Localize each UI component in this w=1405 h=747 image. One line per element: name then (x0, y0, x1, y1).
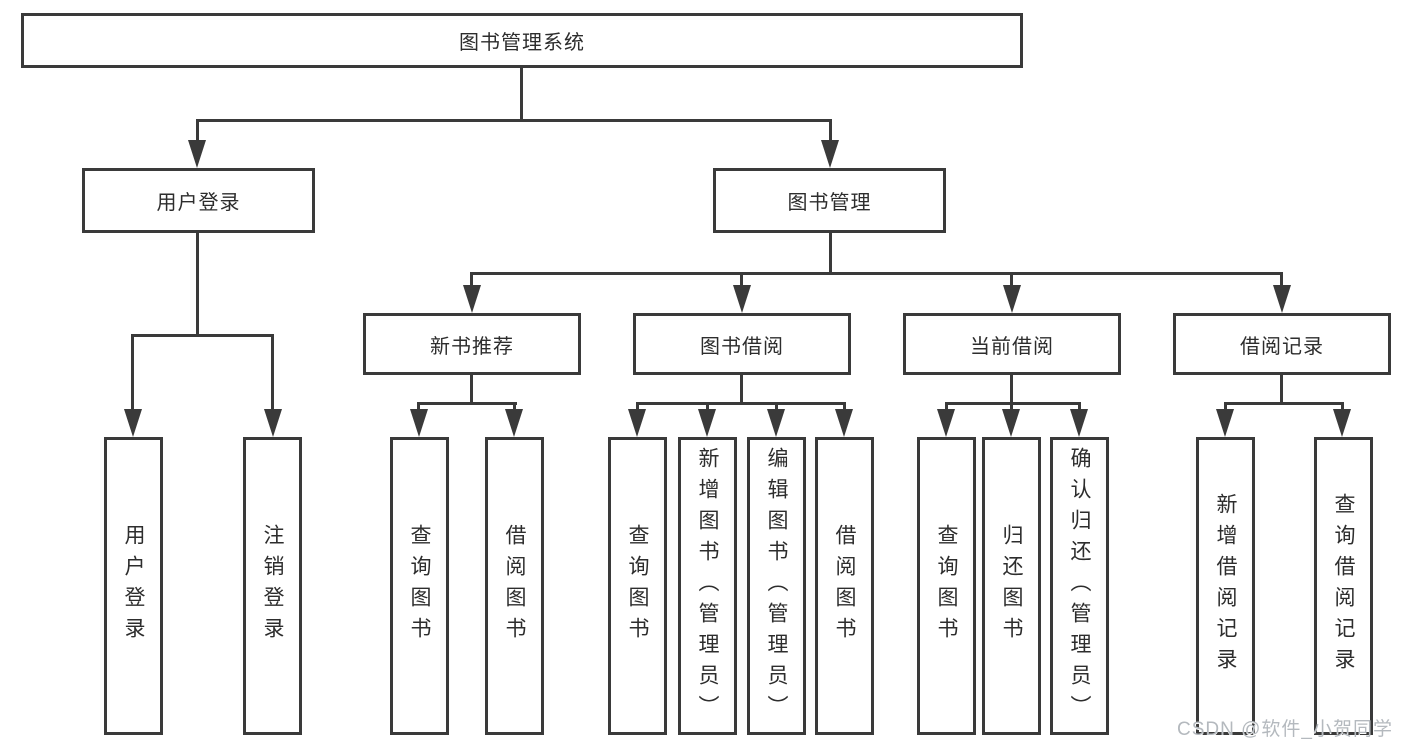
connector-vline (131, 334, 134, 412)
leaf-edit-books-admin: 编辑图书（管理员） (747, 437, 806, 735)
arrow-down-icon (463, 285, 481, 313)
node-label: 编辑图书（管理员） (765, 446, 788, 726)
node-label: 新增借阅记录 (1214, 493, 1237, 679)
node-label: 图书管理 (787, 192, 872, 214)
connector-vline (1010, 272, 1013, 288)
connector-vline (520, 68, 523, 122)
arrow-down-icon (1002, 409, 1020, 437)
leaf-borrow-books-recommend: 借阅图书 (485, 437, 544, 735)
node-label: 查询图书 (626, 524, 649, 648)
node-label: 查询借阅记录 (1332, 493, 1355, 679)
leaf-borrow-books: 借阅图书 (815, 437, 874, 735)
connector-vline (740, 272, 743, 288)
connector-vline (470, 272, 473, 288)
connector-vline (706, 402, 709, 414)
leaf-logout: 注销登录 (243, 437, 302, 735)
connector-vline (196, 119, 199, 143)
arrow-down-icon (767, 409, 785, 437)
connector-vline (945, 402, 948, 414)
node-label: 当前借阅 (970, 335, 1054, 358)
node-label: 查询图书 (935, 524, 958, 648)
leaf-return-books: 归还图书 (982, 437, 1041, 735)
node-user-login: 用户登录 (82, 168, 315, 233)
connector-vline (740, 375, 743, 405)
watermark: CSDN @软件_小贺同学 (1177, 719, 1393, 740)
arrow-down-icon (264, 409, 282, 437)
connector-vline (829, 119, 832, 143)
arrow-down-icon (505, 409, 523, 437)
arrow-down-icon (733, 285, 751, 313)
node-label: 图书管理系统 (459, 32, 585, 54)
arrow-down-icon (1070, 409, 1088, 437)
node-new-book-recommendation: 新书推荐 (363, 313, 581, 375)
connector-vline (1010, 402, 1013, 414)
arrow-down-icon (835, 409, 853, 437)
connector-hline (945, 402, 1081, 405)
arrow-down-icon (1216, 409, 1234, 437)
node-label: 借阅记录 (1240, 335, 1324, 358)
connector-vline (1224, 402, 1227, 414)
connector-vline (829, 233, 832, 275)
connector-vline (1280, 272, 1283, 288)
node-label: 用户登录 (122, 524, 145, 648)
connector-hline (131, 334, 274, 337)
node-borrowing-records: 借阅记录 (1173, 313, 1391, 375)
node-book-management: 图书管理 (713, 168, 946, 233)
connector-hline (470, 272, 1283, 275)
connector-vline (513, 402, 516, 414)
connector-vline (1280, 375, 1283, 405)
leaf-add-borrow-record: 新增借阅记录 (1196, 437, 1255, 735)
node-label: 新增图书（管理员） (696, 446, 719, 726)
leaf-add-books-admin: 新增图书（管理员） (678, 437, 737, 735)
node-current-borrowing: 当前借阅 (903, 313, 1121, 375)
leaf-user-login: 用户登录 (104, 437, 163, 735)
arrow-down-icon (698, 409, 716, 437)
arrow-down-icon (1273, 285, 1291, 313)
arrow-down-icon (410, 409, 428, 437)
node-label: 用户登录 (156, 192, 241, 214)
node-label: 借阅图书 (833, 524, 856, 648)
node-book-borrowing: 图书借阅 (633, 313, 851, 375)
connector-hline (636, 402, 846, 405)
arrow-down-icon (937, 409, 955, 437)
connector-vline (417, 402, 420, 414)
connector-vline (636, 402, 639, 414)
arrow-down-icon (188, 140, 206, 168)
connector-vline (1341, 402, 1344, 414)
leaf-confirm-return-admin: 确认归还（管理员） (1050, 437, 1109, 735)
node-label: 注销登录 (261, 524, 284, 648)
node-label: 查询图书 (408, 524, 431, 648)
leaf-query-borrow-record: 查询借阅记录 (1314, 437, 1373, 735)
connector-hline (417, 402, 517, 405)
arrow-down-icon (1333, 409, 1351, 437)
node-library-management-system: 图书管理系统 (21, 13, 1023, 68)
connector-vline (1010, 375, 1013, 405)
node-label: 图书借阅 (700, 335, 784, 358)
arrow-down-icon (821, 140, 839, 168)
leaf-query-books-borrowing: 查询图书 (608, 437, 667, 735)
node-label: 借阅图书 (503, 524, 526, 648)
arrow-down-icon (628, 409, 646, 437)
connector-vline (196, 233, 199, 337)
connector-vline (470, 375, 473, 405)
connector-vline (843, 402, 846, 414)
connector-hline (1224, 402, 1344, 405)
node-label: 归还图书 (1000, 524, 1023, 648)
connector-vline (775, 402, 778, 414)
connector-hline (196, 119, 832, 122)
arrow-down-icon (1003, 285, 1021, 313)
leaf-query-books-recommend: 查询图书 (390, 437, 449, 735)
node-label: 新书推荐 (430, 335, 514, 358)
connector-vline (1078, 402, 1081, 414)
leaf-query-books-current: 查询图书 (917, 437, 976, 735)
arrow-down-icon (124, 409, 142, 437)
connector-vline (271, 334, 274, 412)
node-label: 确认归还（管理员） (1068, 446, 1091, 726)
